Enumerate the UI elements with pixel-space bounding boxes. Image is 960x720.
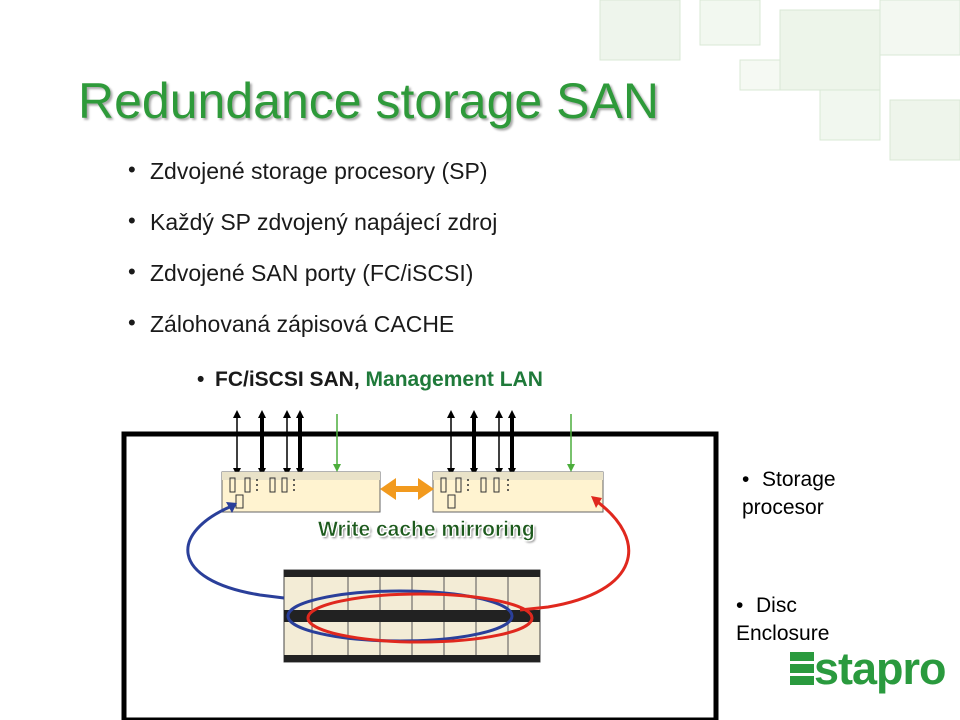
- stapro-logo: stapro: [784, 643, 947, 695]
- disc-enclosure-label-line1: Disc: [756, 594, 797, 617]
- network-label-san: FC/iSCSI SAN,: [215, 368, 366, 391]
- network-label: FC/iSCSI SAN, Management LAN: [197, 368, 543, 392]
- bullet-item: Zdvojené storage procesory (SP): [128, 157, 497, 209]
- system-enclosure-frame: [121, 431, 719, 720]
- write-cache-mirroring-label: Write cache mirroring: [318, 518, 535, 542]
- stapro-logo-text: stapro: [814, 643, 947, 694]
- stapro-logo-icon: [790, 652, 814, 685]
- sp2-disc-loop-red: [306, 496, 631, 644]
- storage-processor-label: •Storage procesor: [742, 468, 836, 519]
- disc-enclosure-label-line2: Enclosure: [736, 622, 830, 645]
- disc-enclosure-label: •Disc Enclosure: [736, 594, 830, 645]
- sp2-port-arrows: [447, 410, 575, 476]
- bullet-list: Zdvojené storage procesory (SP) Každý SP…: [128, 157, 497, 362]
- bullet-item: Zálohovaná zápisová CACHE: [128, 310, 497, 362]
- sp1-port-arrows: [233, 410, 341, 476]
- bullet-item: Zdvojené SAN porty (FC/iSCSI): [128, 259, 497, 311]
- storage-processor-label-line1: Storage: [762, 468, 836, 491]
- bullet-item: Každý SP zdvojený napájecí zdroj: [128, 208, 497, 260]
- disc-enclosure: [283, 569, 541, 663]
- storage-processor-1: [221, 471, 381, 513]
- storage-processor-label-line2: procesor: [742, 496, 824, 519]
- storage-processor-2: [432, 471, 604, 513]
- network-label-lan: Management LAN: [365, 368, 543, 391]
- cache-mirror-arrow: [380, 478, 434, 500]
- slide-title: Redundance storage SAN: [78, 73, 659, 129]
